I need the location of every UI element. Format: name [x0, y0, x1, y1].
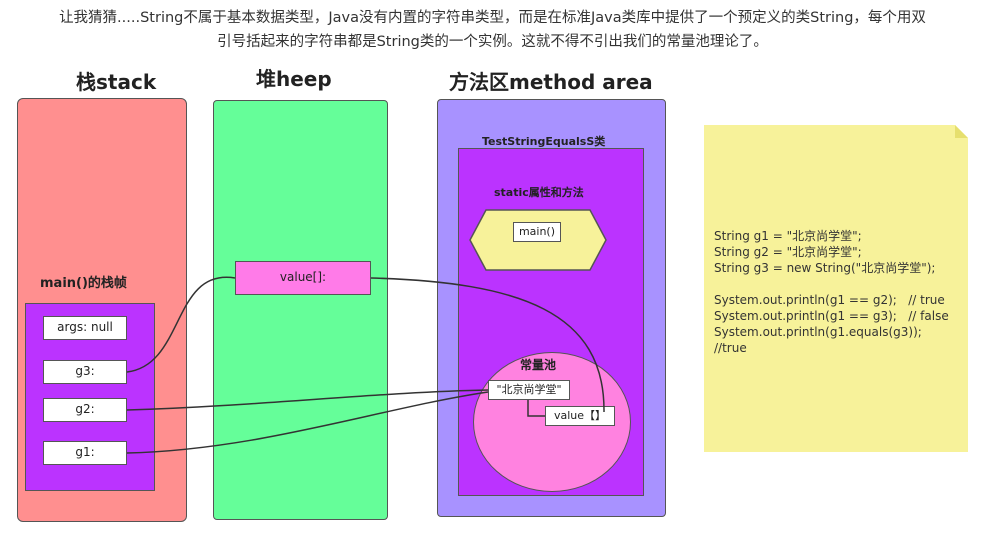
heap-string-object: value[]: [235, 261, 371, 295]
main-method-cell: main() [513, 222, 561, 242]
code-snippet: String g1 = "北京尚学堂"; String g2 = "北京尚学堂"… [714, 229, 949, 355]
heap-value-to-array-arrow [370, 277, 605, 413]
static-label: static属性和方法 [494, 186, 584, 199]
heap-title: 堆heep [256, 67, 332, 91]
code-note: String g1 = "北京尚学堂"; String g2 = "北京尚学堂"… [704, 125, 968, 452]
note-fold [955, 125, 968, 138]
note-shape [704, 125, 968, 452]
main-frame-label: main()的栈帧 [40, 276, 127, 291]
method-area-title: 方法区method area [449, 70, 653, 94]
intro-line-1: 让我猜猜.....String不属于基本数据类型，Java没有内置的字符串类型，… [59, 10, 926, 26]
stack-cell-g3: g3: [43, 360, 127, 384]
pool-value-array: value【】 [545, 406, 615, 426]
intro-line-2: 引号括起来的字符串都是String类的一个实例。这就不得不引出我们的常量池理论了… [217, 34, 768, 50]
g1-to-pool-arrow [126, 391, 489, 454]
stack-cell-g2: g2: [43, 398, 127, 422]
g3-to-heap-arrow [126, 276, 236, 373]
pool-string-literal: "北京尚学堂" [488, 380, 570, 400]
stack-title: 栈stack [76, 70, 157, 94]
heap-region [213, 100, 388, 520]
intro-text: 让我猜猜.....String不属于基本数据类型，Java没有内置的字符串类型，… [0, 6, 985, 54]
g2-to-pool-arrow [126, 389, 489, 411]
constant-pool-label: 常量池 [520, 358, 557, 372]
stack-cell-args: args: null [43, 316, 127, 340]
stack-cell-g1: g1: [43, 441, 127, 465]
class-label: TestStringEqualsS类 [482, 135, 606, 148]
string-to-array-arrow [527, 400, 545, 417]
